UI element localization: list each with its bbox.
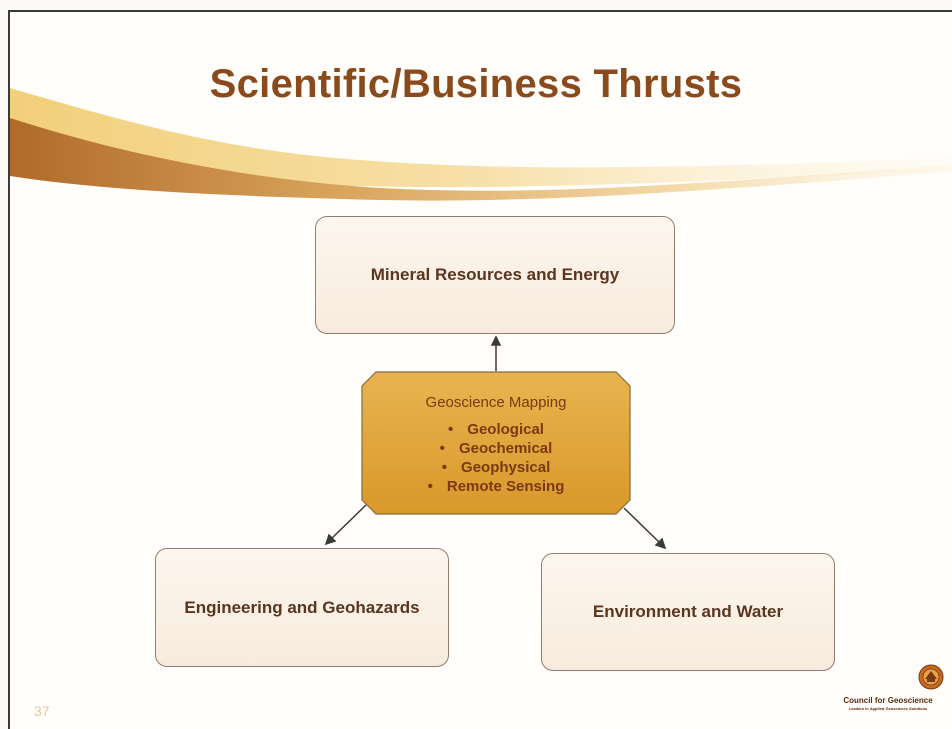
list-item: Geochemical bbox=[362, 439, 630, 458]
council-seal-icon bbox=[918, 664, 944, 690]
list-item: Remote Sensing bbox=[362, 477, 630, 496]
engineering-geohazards-box: Engineering and Geohazards bbox=[155, 548, 449, 667]
arrow-down-right bbox=[623, 507, 662, 545]
arrow-down-left bbox=[329, 504, 367, 541]
center-title: Geoscience Mapping bbox=[425, 394, 567, 411]
center-list: Geological Geochemical Geophysical Remot… bbox=[362, 420, 630, 496]
geoscience-mapping-node: Geoscience Mapping Geological Geochemica… bbox=[362, 372, 630, 514]
environment-water-box: Environment and Water bbox=[541, 553, 835, 671]
list-item: Geophysical bbox=[362, 458, 630, 477]
mineral-resources-box: Mineral Resources and Energy bbox=[315, 216, 675, 334]
list-item: Geological bbox=[362, 420, 630, 439]
logo-tagline: Leaders in Applied Geoscience Solutions bbox=[848, 706, 928, 711]
logo-name: Council for Geoscience bbox=[843, 696, 933, 705]
page-number: 37 bbox=[34, 703, 50, 719]
slide-title: Scientific/Business Thrusts bbox=[209, 62, 743, 106]
